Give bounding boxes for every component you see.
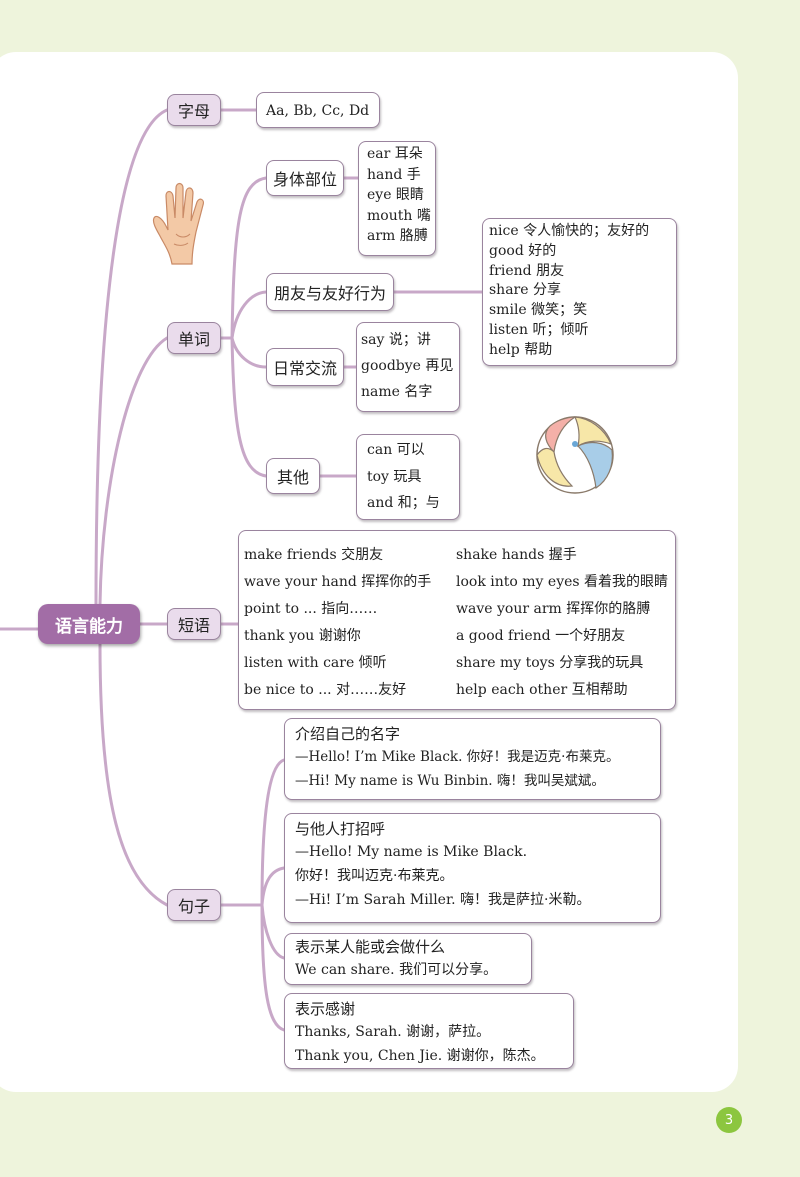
branch-sentences: 句子 (167, 889, 221, 921)
word-item: hand 手 (367, 166, 421, 183)
body-words-list: ear 耳朵 hand 手 eye 眼睛 mouth 嘴 arm 胳膊 (359, 142, 439, 249)
word-item: ear 耳朵 (367, 146, 423, 162)
sentence-line: —Hello! I’m Mike Black. 你好！我是迈克·布莱克。 (295, 749, 620, 765)
word-category-friends: 朋友与友好行为 (266, 273, 394, 311)
other-words-list: can 可以 toy 玩具 and 和；与 (357, 435, 450, 519)
sentence-line: Thanks, Sarah. 谢谢，萨拉。 (295, 1024, 491, 1040)
other-words-box: can 可以 toy 玩具 and 和；与 (356, 434, 460, 520)
sentence-line: —Hi! I’m Sarah Miller. 嗨！我是萨拉·米勒。 (295, 892, 591, 908)
word-item: nice 令人愉快的；友好的 (489, 223, 650, 239)
word-item: smile 微笑；笑 (489, 302, 588, 319)
daily-words-list: say 说；讲 goodbye 再见 name 名字 (357, 323, 457, 409)
branch-phrases: 短语 (167, 608, 221, 640)
word-category-other: 其他 (266, 458, 320, 494)
sentence-box-intro: 介绍自己的名字 —Hello! I’m Mike Black. 你好！我是迈克·… (284, 718, 661, 800)
sentence-title: 表示某人能或会做什么 (295, 938, 446, 956)
word-category-body: 身体部位 (266, 160, 344, 196)
phrases-box (238, 530, 676, 710)
sentence-title: 介绍自己的名字 (295, 725, 401, 743)
page-number: 3 (716, 1107, 742, 1133)
word-item: friend 朋友 (489, 262, 565, 279)
word-item: help 帮助 (489, 341, 553, 358)
phrase-item: be nice to ... 对……友好 (244, 682, 407, 698)
phrase-item: wave your arm 挥挥你的胳膊 (456, 601, 651, 617)
word-item: can 可以 (367, 442, 425, 458)
daily-words-box: say 说；讲 goodbye 再见 name 名字 (356, 322, 460, 412)
sentence-line: —Hi! My name is Wu Binbin. 嗨！我叫吴斌斌。 (295, 773, 605, 789)
word-item: and 和；与 (367, 495, 440, 511)
phrase-item: thank you 谢谢你 (244, 628, 361, 644)
phrase-item: shake hands 握手 (456, 547, 577, 563)
sentence-box-greeting: 与他人打招呼 —Hello! My name is Mike Black. 你好… (284, 813, 661, 923)
sentence-line: Thank you, Chen Jie. 谢谢你，陈杰。 (295, 1048, 545, 1064)
phrase-item: help each other 互相帮助 (456, 682, 628, 698)
phrase-item: listen with care 倾听 (244, 655, 387, 671)
word-item: eye 眼睛 (367, 187, 424, 203)
root-node: 语言能力 (38, 604, 140, 644)
word-item: toy 玩具 (367, 468, 422, 485)
sentence-line: —Hello! My name is Mike Black. (295, 844, 528, 860)
phrase-item: share my toys 分享我的玩具 (456, 655, 644, 671)
phrase-item: make friends 交朋友 (244, 547, 384, 563)
sentence-box-ability: 表示某人能或会做什么 We can share. 我们可以分享。 (284, 933, 532, 985)
letters-box: Aa, Bb, Cc, Dd (256, 92, 380, 128)
word-item: name 名字 (361, 384, 433, 400)
body-words-box: ear 耳朵 hand 手 eye 眼睛 mouth 嘴 arm 胳膊 (358, 141, 436, 256)
letters-text: Aa, Bb, Cc, Dd (266, 103, 370, 119)
phrase-item: wave your hand 挥挥你的手 (244, 574, 432, 590)
word-item: arm 胳膊 (367, 228, 428, 244)
word-item: goodbye 再见 (361, 358, 454, 374)
word-item: say 说；讲 (361, 332, 431, 348)
sentence-box-thanks: 表示感谢 Thanks, Sarah. 谢谢，萨拉。 Thank you, Ch… (284, 993, 574, 1069)
sentence-title: 与他人打招呼 (295, 820, 386, 838)
ball-illustration (536, 416, 614, 494)
word-item: mouth 嘴 (367, 207, 431, 224)
branch-letters: 字母 (167, 94, 221, 126)
phrase-item: point to ... 指向…… (244, 601, 378, 617)
branch-words: 单词 (167, 322, 221, 354)
friends-words-list: nice 令人愉快的；友好的 good 好的 friend 朋友 share 分… (483, 219, 655, 364)
phrase-item: look into my eyes 看着我的眼睛 (456, 574, 669, 590)
friends-words-box: nice 令人愉快的；友好的 good 好的 friend 朋友 share 分… (482, 218, 677, 366)
phrase-item: a good friend 一个好朋友 (456, 628, 626, 644)
sentence-line: We can share. 我们可以分享。 (295, 962, 498, 978)
word-item: good 好的 (489, 242, 557, 259)
sentence-title: 表示感谢 (295, 1000, 356, 1018)
hand-illustration (152, 182, 204, 265)
word-item: listen 听；倾听 (489, 321, 589, 338)
word-category-daily: 日常交流 (266, 348, 344, 386)
sentence-line: 你好！我叫迈克·布莱克。 (295, 868, 454, 884)
word-item: share 分享 (489, 282, 561, 299)
